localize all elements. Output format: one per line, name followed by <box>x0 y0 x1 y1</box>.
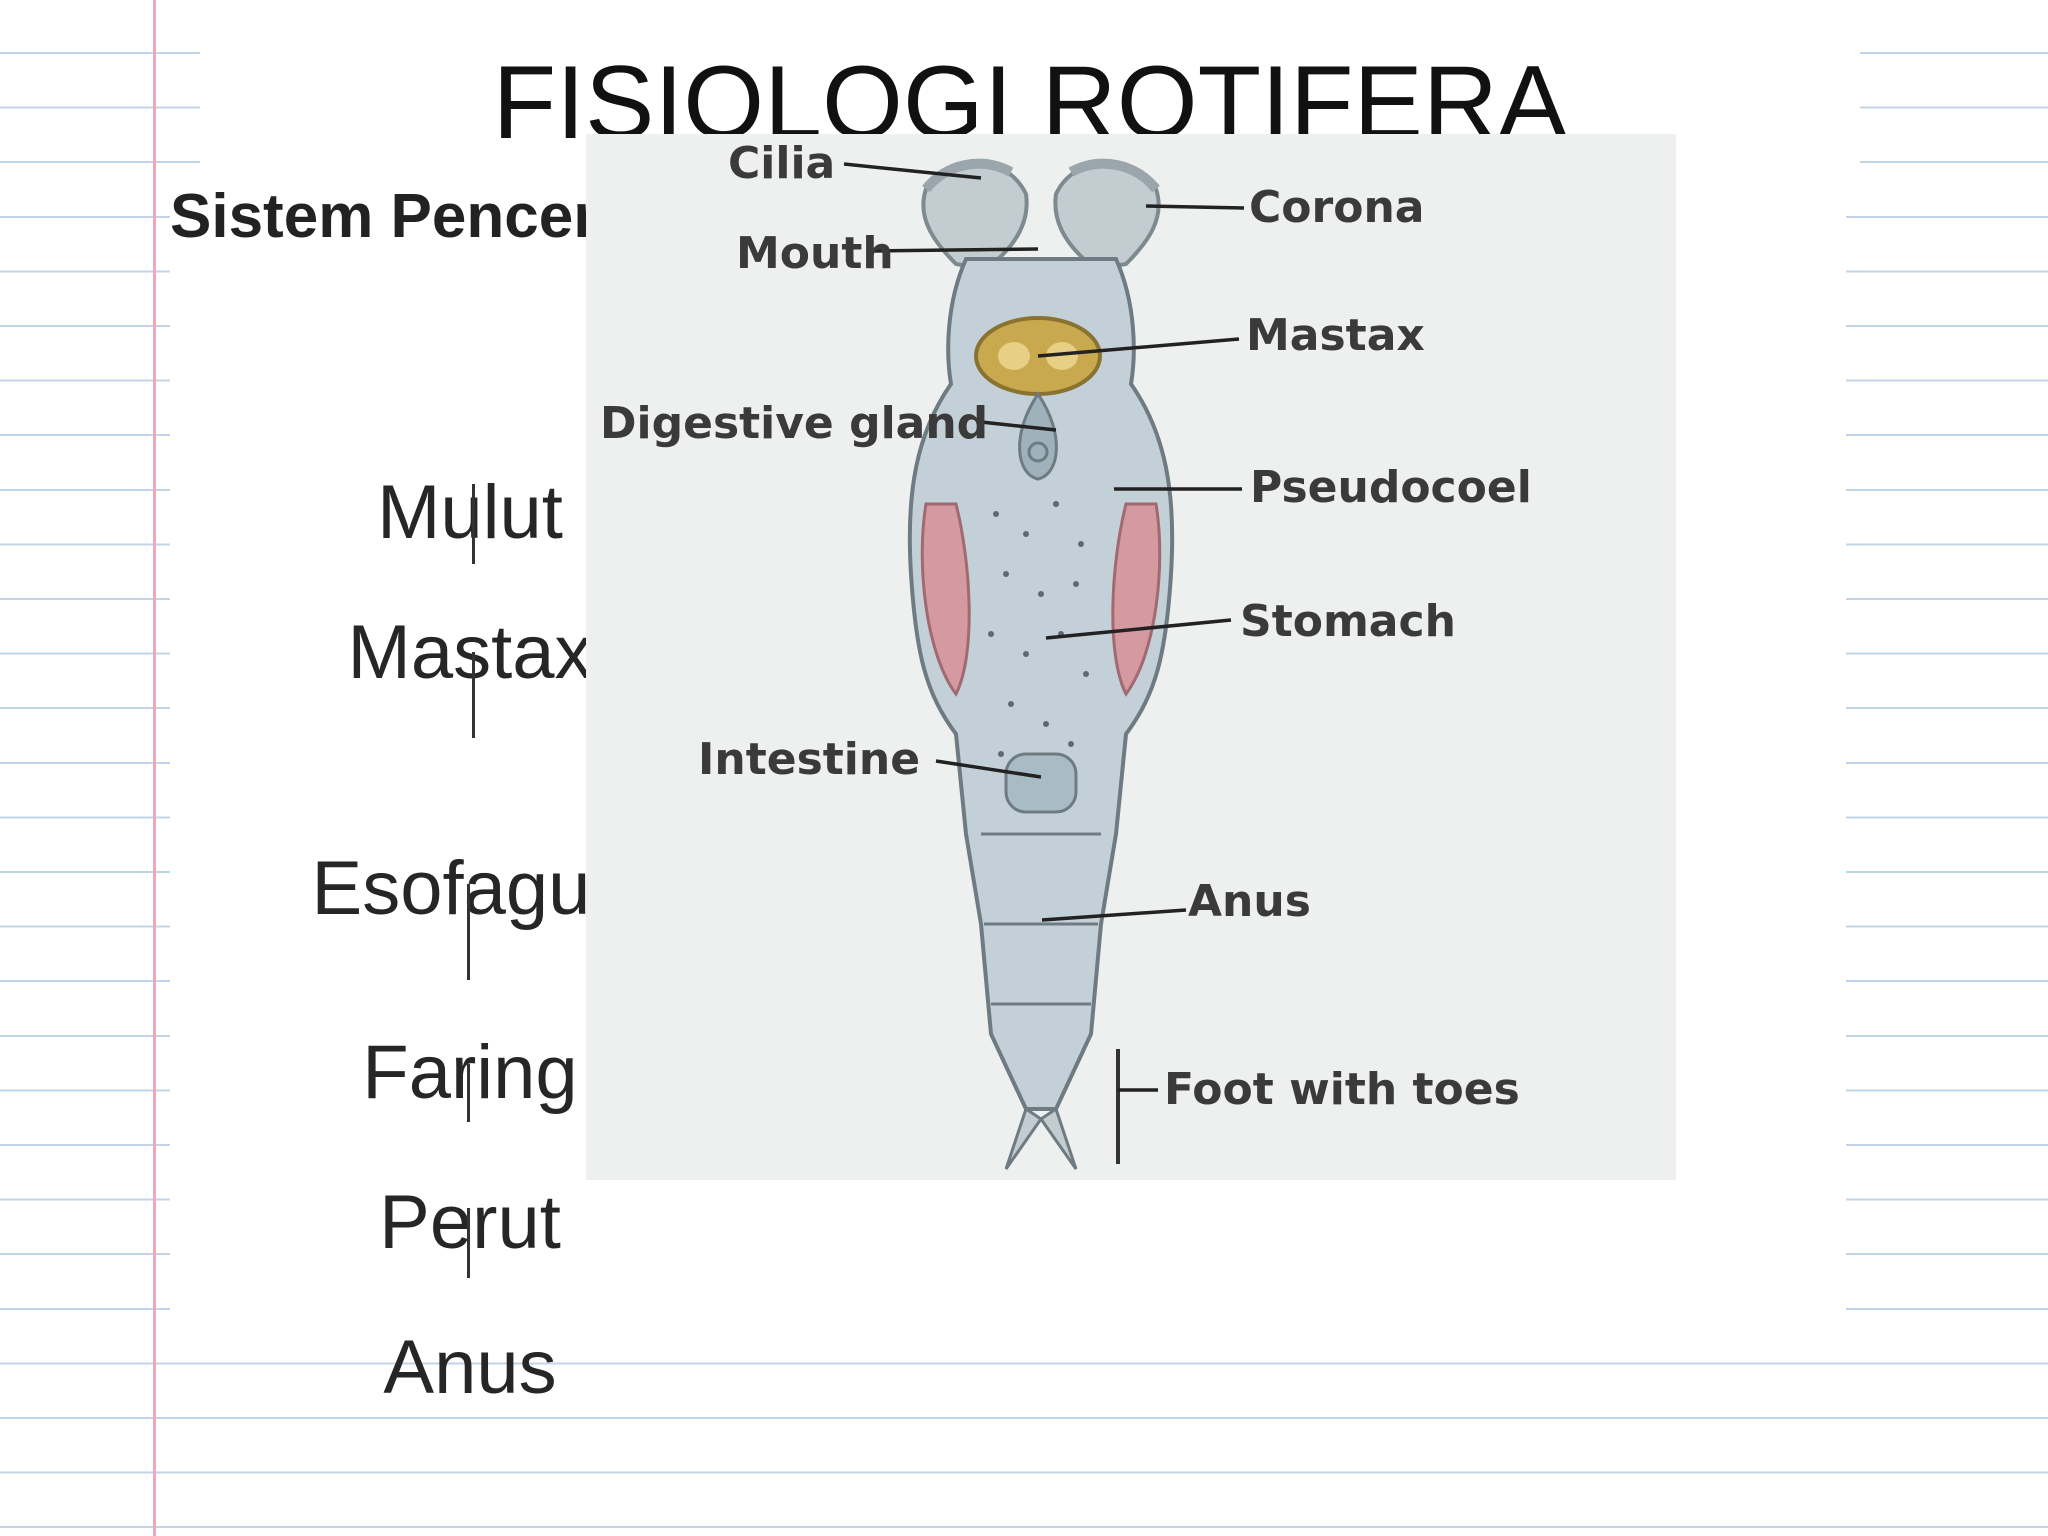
mastax-jaw-right <box>1046 342 1078 370</box>
flow-connector <box>467 1064 470 1122</box>
flow-step-mulut: Mulut <box>377 470 563 555</box>
intestine-organ <box>1004 752 1078 814</box>
gland-nucleus <box>1027 441 1049 463</box>
flow-connector <box>467 884 470 980</box>
mastax-jaw-left <box>998 342 1030 370</box>
flow-step-perut: Perut <box>379 1180 561 1265</box>
label-digestive-gland: Digestive gland <box>600 398 988 449</box>
flow-step-mastax: Mastax <box>347 610 593 695</box>
flow-connector <box>467 1208 470 1278</box>
leader-lines <box>843 162 1245 1092</box>
pseudocoel-left <box>920 502 971 697</box>
stomach-granules <box>988 501 1089 777</box>
toe-left <box>1004 1106 1044 1170</box>
flow-connector <box>472 484 475 564</box>
flow-step-anus: Anus <box>383 1325 557 1410</box>
label-anus: Anus <box>1188 876 1311 927</box>
label-foot-with-toes: Foot with toes <box>1164 1064 1520 1115</box>
pseudocoel-right <box>1111 502 1162 697</box>
label-mastax: Mastax <box>1246 310 1425 361</box>
toe-right <box>1038 1106 1078 1170</box>
rotifer-illustration: Cilia Corona Mouth Mastax Digestive glan… <box>600 138 1532 1170</box>
label-stomach: Stomach <box>1240 596 1456 647</box>
slide-title: FISIOLOGI ROTIFERA <box>200 38 1860 168</box>
cilia-tuft-left <box>922 158 1014 193</box>
label-corona: Corona <box>1249 182 1424 233</box>
label-mouth: Mouth <box>736 228 894 279</box>
cilia-tuft-right <box>1068 158 1160 193</box>
flow-connector <box>472 652 475 738</box>
label-pseudocoel: Pseudocoel <box>1250 462 1532 513</box>
rotifer-diagram: Cilia Corona Mouth Mastax Digestive glan… <box>586 134 1676 1180</box>
label-intestine: Intestine <box>698 734 920 785</box>
notebook-margin-line <box>153 0 156 1536</box>
label-cilia: Cilia <box>728 138 835 189</box>
